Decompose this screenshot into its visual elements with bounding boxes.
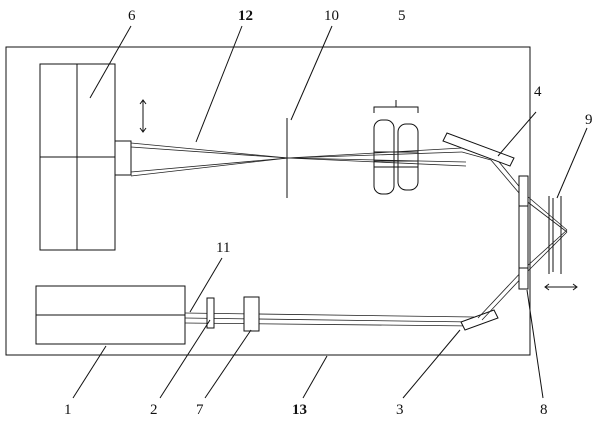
camera-block bbox=[39, 63, 147, 251]
label-3: 3 bbox=[396, 402, 404, 418]
label-5: 5 bbox=[398, 8, 406, 24]
mirror-3 bbox=[460, 309, 499, 331]
label-4: 4 bbox=[534, 84, 542, 100]
lens-element-7 bbox=[243, 296, 260, 332]
lens-group-5 bbox=[373, 100, 419, 195]
label-2: 2 bbox=[150, 402, 158, 418]
upper-beam bbox=[130, 142, 467, 177]
label-10: 10 bbox=[324, 8, 339, 24]
mirror-4 bbox=[442, 132, 515, 167]
label-13: 13 bbox=[292, 402, 307, 418]
leader-lines bbox=[72, 25, 588, 399]
label-6: 6 bbox=[128, 8, 136, 24]
label-12: 12 bbox=[238, 8, 253, 24]
plate-element-2 bbox=[206, 297, 215, 329]
label-7: 7 bbox=[196, 402, 204, 418]
lower-beam bbox=[184, 312, 475, 327]
light-source-box bbox=[35, 285, 186, 345]
label-1: 1 bbox=[64, 402, 72, 418]
sample-9 bbox=[544, 196, 578, 291]
camera-lens-mount bbox=[114, 140, 132, 176]
label-9: 9 bbox=[585, 112, 593, 128]
label-8: 8 bbox=[540, 402, 548, 418]
grating-8 bbox=[518, 175, 529, 290]
label-11: 11 bbox=[216, 240, 230, 256]
